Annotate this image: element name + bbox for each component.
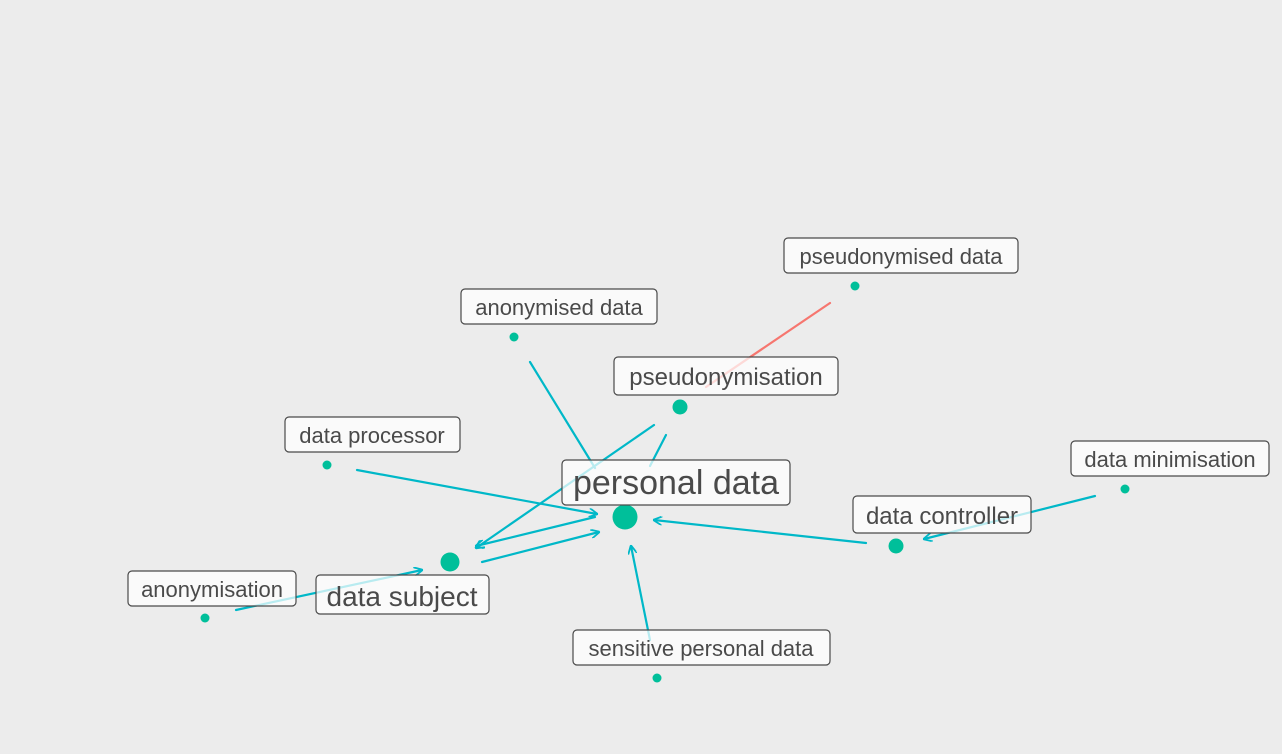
label-text: personal data [573,464,779,502]
node-personal-data[interactable] [612,504,638,530]
node-data-subject[interactable] [440,552,460,572]
label-box [460,288,658,325]
label-text: anonymised data [475,295,643,320]
edge-data-controller-to-personal-data [654,520,868,545]
edge-sensitive-personal-data-to-personal-data [631,546,652,642]
node-anonymised-data[interactable] [509,332,519,342]
edge-personal-data-to-data-subject [476,515,597,546]
edge-data-subject-to-personal-data [480,532,599,564]
label-text: data minimisation [1084,447,1255,472]
label-box [315,574,490,615]
label-data-minimisation: data minimisation [1070,440,1270,477]
label-personal-data: personal data [561,459,791,506]
edge-data-processor-to-personal-data [355,468,597,514]
label-box [127,570,297,607]
label-box [572,629,831,666]
node-data-controller[interactable] [888,538,904,554]
label-box [1070,440,1270,477]
edge-anonymised-data-to-personal-data [528,360,597,470]
node-pseudonymised-data[interactable] [850,281,860,291]
label-text: sensitive personal data [588,636,814,661]
node-data-processor[interactable] [322,460,332,470]
label-anonymisation: anonymisation [127,570,297,607]
label-text: pseudonymised data [799,244,1003,269]
label-pseudonymised-data: pseudonymised data [783,237,1019,274]
label-data-processor: data processor [284,416,461,453]
label-text: anonymisation [141,577,283,602]
label-text: data controller [866,503,1018,530]
node-anonymisation[interactable] [200,613,210,623]
label-data-subject: data subject [315,574,490,615]
node-data-minimisation[interactable] [1120,484,1130,494]
node-pseudonymisation[interactable] [672,399,688,415]
label-data-controller: data controller [852,495,1032,534]
label-box [783,237,1019,274]
label-anonymised-data: anonymised data [460,288,658,325]
label-box [852,495,1032,534]
label-box [613,356,839,396]
label-text: data processor [299,423,445,448]
nodes-layer [200,281,1130,683]
label-box [561,459,791,506]
label-pseudonymisation: pseudonymisation [613,356,839,396]
label-sensitive-personal-data: sensitive personal data [572,629,831,666]
label-box [284,416,461,453]
label-text: pseudonymisation [629,364,822,391]
node-sensitive-personal-data[interactable] [652,673,662,683]
labels-layer: personal data data subject pseudonymisat… [127,237,1270,666]
label-text: data subject [327,581,478,612]
